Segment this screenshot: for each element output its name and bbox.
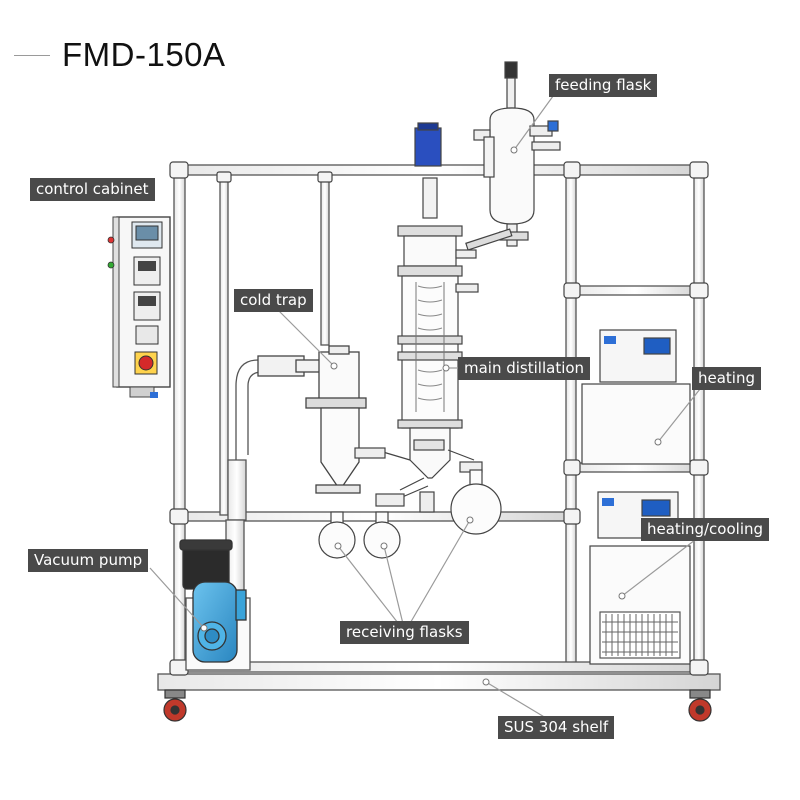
caster-wheels bbox=[163, 689, 712, 722]
feeding-flask bbox=[465, 61, 561, 251]
label-heating-cooling: heating/cooling bbox=[641, 518, 770, 541]
label-cold-trap: cold trap bbox=[234, 289, 313, 312]
frame bbox=[157, 164, 721, 691]
receiving-flasks bbox=[318, 469, 502, 559]
heating-unit bbox=[581, 329, 691, 465]
heating-cooling-unit bbox=[589, 491, 691, 665]
label-sus-304-shelf: SUS 304 shelf bbox=[498, 716, 615, 739]
label-main-distillation: main distillation bbox=[458, 357, 591, 380]
title-rule bbox=[14, 55, 50, 56]
diagram-title: FMD-150A bbox=[62, 36, 226, 73]
label-heating: heating bbox=[692, 367, 762, 390]
label-control-cabinet: control cabinet bbox=[30, 178, 155, 201]
label-vacuum-pump: Vacuum pump bbox=[28, 549, 149, 572]
control-cabinet bbox=[107, 216, 171, 398]
label-feeding-flask: feeding flask bbox=[549, 74, 658, 97]
label-receiving-flasks: receiving flasks bbox=[340, 621, 469, 644]
frame-clamps bbox=[169, 161, 709, 676]
cold-trap bbox=[257, 345, 367, 494]
vacuum-pump bbox=[179, 539, 251, 671]
leader-dots bbox=[200, 146, 662, 686]
vent-grille bbox=[602, 614, 678, 656]
main-distillation bbox=[354, 122, 483, 513]
